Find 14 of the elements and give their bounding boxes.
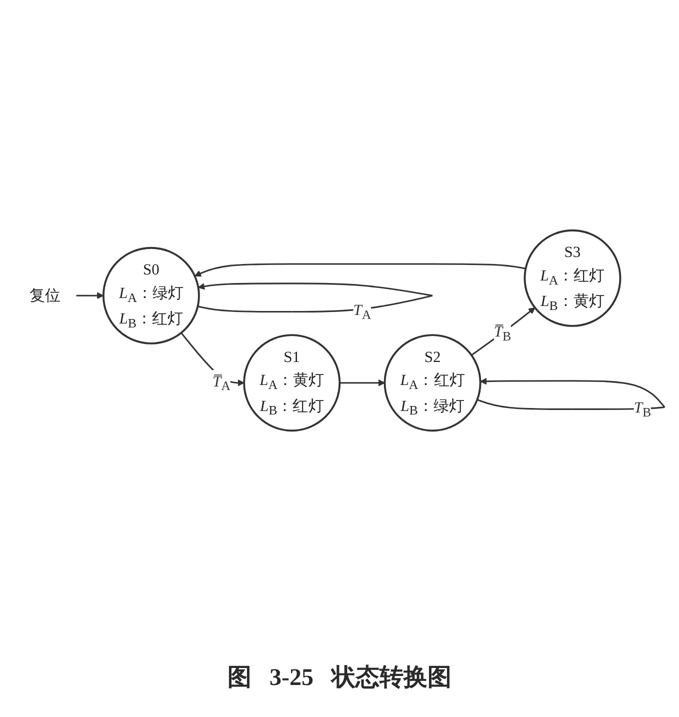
edge-label: T$_{B}$ [634, 400, 652, 420]
caption: 图 3-25 状态转换图 [228, 664, 452, 693]
node-text: 复位 [30, 287, 61, 304]
node-circle: S3 L$_{A}$：红灯 L$_{B}$：黄灯 [524, 229, 622, 327]
arrow [76, 292, 104, 300]
edge-label: T̅$_{B}$ [494, 323, 512, 344]
edge-label: T̅$_{A}$ [212, 373, 231, 394]
node-circle: S2 L$_{A}$：红灯 L$_{B}$：绿灯 [384, 334, 482, 432]
arrow [340, 379, 386, 386]
node-circle: S0 L$_{A}$：绿灯 L$_{B}$：红灯 [102, 246, 200, 344]
edge-label: T$_{A}$ [353, 302, 372, 322]
arrow [471, 307, 536, 356]
node-circle: S1 L$_{A}$：黄灯 L$_{B}$：红灯 [243, 334, 341, 432]
arrow [194, 263, 526, 277]
